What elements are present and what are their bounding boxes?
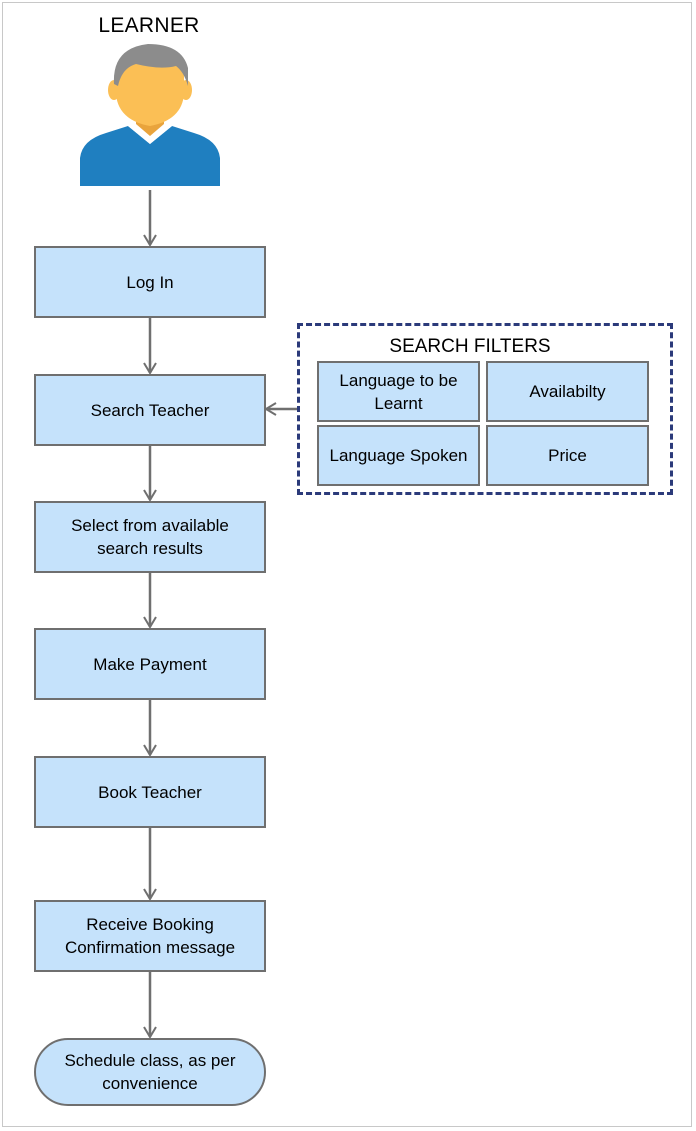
step-make-payment: Make Payment <box>34 628 266 700</box>
filter-availability: Availabilty <box>486 361 649 422</box>
person-avatar-icon <box>76 40 224 188</box>
step-schedule-class: Schedule class, as per convenience <box>34 1038 266 1106</box>
step-receive-confirmation: Receive Booking Confirmation message <box>34 900 266 972</box>
step-log-in: Log In <box>34 246 266 318</box>
step-select-results: Select from available search results <box>34 501 266 573</box>
search-filters-group <box>297 323 673 495</box>
step-search-teacher: Search Teacher <box>34 374 266 446</box>
filter-price: Price <box>486 425 649 486</box>
search-filters-title: SEARCH FILTERS <box>389 336 551 357</box>
actor-label: LEARNER <box>98 14 200 37</box>
filter-language-spoken: Language Spoken <box>317 425 480 486</box>
filter-language-to-be-learnt: Language to be Learnt <box>317 361 480 422</box>
step-book-teacher: Book Teacher <box>34 756 266 828</box>
